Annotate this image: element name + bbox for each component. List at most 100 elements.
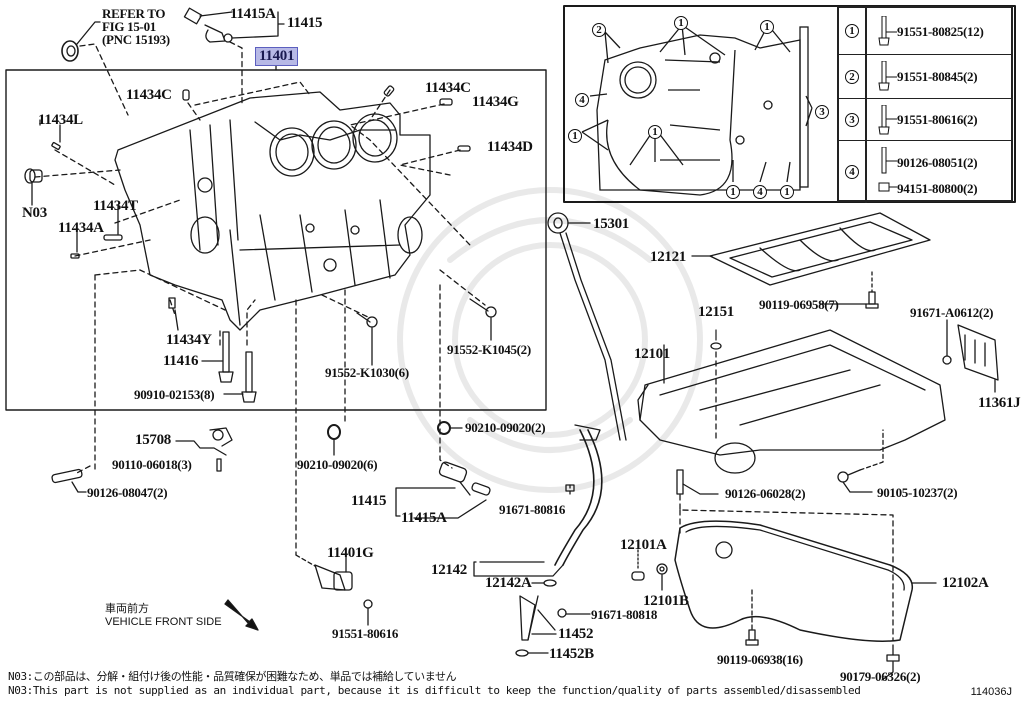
part-label-11401g[interactable]: 11401G	[327, 545, 374, 561]
legend-number: 4	[845, 165, 859, 179]
bolt-91552-k1045-icon	[469, 298, 497, 341]
inset-callout-1-bottom-b: 1	[780, 180, 794, 199]
front-direction-arrow	[224, 599, 259, 631]
part-label-11434c-left[interactable]: 11434C	[126, 87, 172, 103]
part-label-11452b[interactable]: 11452B	[549, 646, 594, 662]
part-label-12101[interactable]: 12101	[634, 346, 671, 362]
gasket-90210-icon	[327, 421, 463, 456]
inset-callout-3: 3	[815, 100, 829, 119]
refer-note[interactable]: REFER TO FIG 15-01 (PNC 15193)	[102, 6, 170, 47]
part-label-90119-06958[interactable]: 90119-06958(7)	[759, 297, 839, 312]
bolt-icon	[878, 105, 897, 135]
part-label-91551-80616[interactable]: 91551-80616	[332, 626, 399, 641]
part-label-11415a-bottom[interactable]: 11415A	[401, 510, 447, 526]
part-label-12101a[interactable]: 12101A	[620, 537, 667, 553]
dowel-pins	[39, 85, 471, 331]
inset-callout-4-bottom: 4	[753, 180, 767, 199]
assembly-lines	[34, 81, 486, 556]
dipstick-15301-icon	[547, 212, 627, 441]
part-label-15708[interactable]: 15708	[135, 432, 172, 448]
inset-callout-1-top: 1	[674, 11, 688, 30]
part-label-90110-06018[interactable]: 90110-06018(3)	[112, 457, 192, 472]
bolt-91552-k1030-icon	[356, 312, 378, 366]
part-label-11415-bottom[interactable]: 11415	[351, 493, 387, 509]
legend-row: 4 90126-08051(2) 94151-80800(2)	[839, 140, 1011, 203]
part-label-11434a[interactable]: 11434A	[58, 220, 104, 236]
part-label-12102a[interactable]: 12102A	[942, 575, 989, 591]
oil-pan-upper-12101-icon	[637, 329, 946, 474]
note-n03-japanese: N03:この部品は、分解・組付け後の性能・品質確保が困難なため、単品では補給して…	[8, 670, 457, 683]
legend-number: 1	[845, 24, 859, 38]
bracket-15708-icon	[175, 427, 233, 472]
bolt-90105-10237-icon	[837, 429, 884, 493]
legend-row: 2 91551-80845(2)	[839, 54, 1011, 99]
part-label-90210-09020-2[interactable]: 90210-09020(2)	[465, 420, 546, 435]
drain-plug-12101a-icon	[631, 549, 668, 591]
bolt-icon	[878, 16, 897, 46]
inset-callout-1-bottom-a: 1	[726, 180, 740, 199]
part-label-90105-10237[interactable]: 90105-10237(2)	[877, 485, 958, 500]
part-label-11452[interactable]: 11452	[558, 626, 594, 642]
cylinder-block-icon	[114, 91, 431, 331]
part-label-11415-top[interactable]: 11415	[287, 15, 323, 31]
bolt-legend-table: 1 91551-80825(12) 2 91551-80845(2) 3 915…	[837, 6, 1013, 203]
part-label-91552-k1045[interactable]: 91552-K1045(2)	[447, 342, 531, 357]
part-label-12142[interactable]: 12142	[431, 562, 468, 578]
inset-leader-lines	[581, 24, 813, 183]
legend-part-number: 91551-80845(2)	[897, 69, 978, 84]
part-label-11434l[interactable]: 11434L	[38, 112, 83, 128]
part-label-91671-80816[interactable]: 91671-80816	[499, 502, 566, 517]
dipstick-guide-12142-icon	[473, 424, 603, 587]
part-label-91671-80818[interactable]: 91671-80818	[591, 607, 658, 622]
part-label-12101b[interactable]: 12101B	[643, 593, 689, 609]
part-label-15301[interactable]: 15301	[593, 216, 630, 232]
vehicle-front-side-label: 車両前方 VEHICLE FRONT SIDE	[105, 603, 222, 628]
legend-number: 3	[845, 113, 859, 127]
part-label-90126-06028[interactable]: 90126-06028(2)	[725, 486, 806, 501]
part-label-11434t[interactable]: 11434T	[93, 198, 138, 214]
oil-jet-lower-icon	[395, 461, 491, 519]
timing-cover-inset-frame	[563, 5, 1016, 203]
part-label-12142a[interactable]: 12142A	[485, 575, 532, 591]
bolt-90910-icon	[223, 351, 257, 403]
part-label-90126-08047[interactable]: 90126-08047(2)	[87, 485, 168, 500]
part-label-11416[interactable]: 11416	[163, 353, 199, 369]
part-label-11434d[interactable]: 11434D	[487, 139, 533, 155]
plate-11361j-icon	[942, 319, 999, 393]
stud-90126-08047-icon	[51, 468, 87, 493]
part-label-11434g[interactable]: 11434G	[472, 94, 519, 110]
oil-pipe-11452-icon	[515, 595, 591, 657]
part-label-90910-02153[interactable]: 90910-02153(8)	[134, 387, 215, 402]
part-label-90119-06938[interactable]: 90119-06938(16)	[717, 652, 803, 667]
part-label-n03[interactable]: N03	[22, 205, 47, 221]
inset-callout-2: 2	[592, 18, 606, 37]
part-label-11361j[interactable]: 11361J	[978, 395, 1021, 411]
part-label-90210-09020-6[interactable]: 90210-09020(6)	[297, 457, 378, 472]
legend-row: 1 91551-80825(12)	[839, 8, 1011, 54]
part-label-11415a-top[interactable]: 11415A	[230, 6, 276, 22]
part-label-91671-a0612[interactable]: 91671-A0612(2)	[910, 305, 994, 320]
part-label-11434y[interactable]: 11434Y	[166, 332, 212, 348]
inset-callout-1-center: 1	[648, 120, 662, 139]
inset-callout-4-left: 4	[575, 88, 589, 107]
part-label-90179-06326[interactable]: 90179-06326(2)	[840, 669, 921, 684]
part-label-91552-k1030[interactable]: 91552-K1030(6)	[325, 365, 409, 380]
part-label-12121[interactable]: 12121	[650, 249, 687, 265]
baffle-plate-12121-icon	[691, 212, 931, 309]
part-label-11401-highlighted[interactable]: 11401	[255, 47, 299, 66]
inset-callout-1-left: 1	[568, 124, 582, 143]
part-label-12151[interactable]: 12151	[698, 304, 735, 320]
legend-part-number: 91551-80825(12)	[897, 24, 984, 39]
oil-jet-icon	[183, 7, 285, 106]
legend-part-number: 90126-08051(2)	[897, 155, 978, 170]
n03-plug-icon	[24, 168, 43, 206]
stud-and-nut-icon	[878, 147, 897, 192]
illustration-reference-code: 114036J	[970, 686, 1012, 698]
legend-row: 3 91551-80616(2)	[839, 98, 1011, 141]
part-label-11434c-right[interactable]: 11434C	[425, 80, 471, 96]
bolt-icon	[878, 61, 897, 91]
note-n03-english: N03:This part is not supplied as an indi…	[8, 684, 861, 697]
